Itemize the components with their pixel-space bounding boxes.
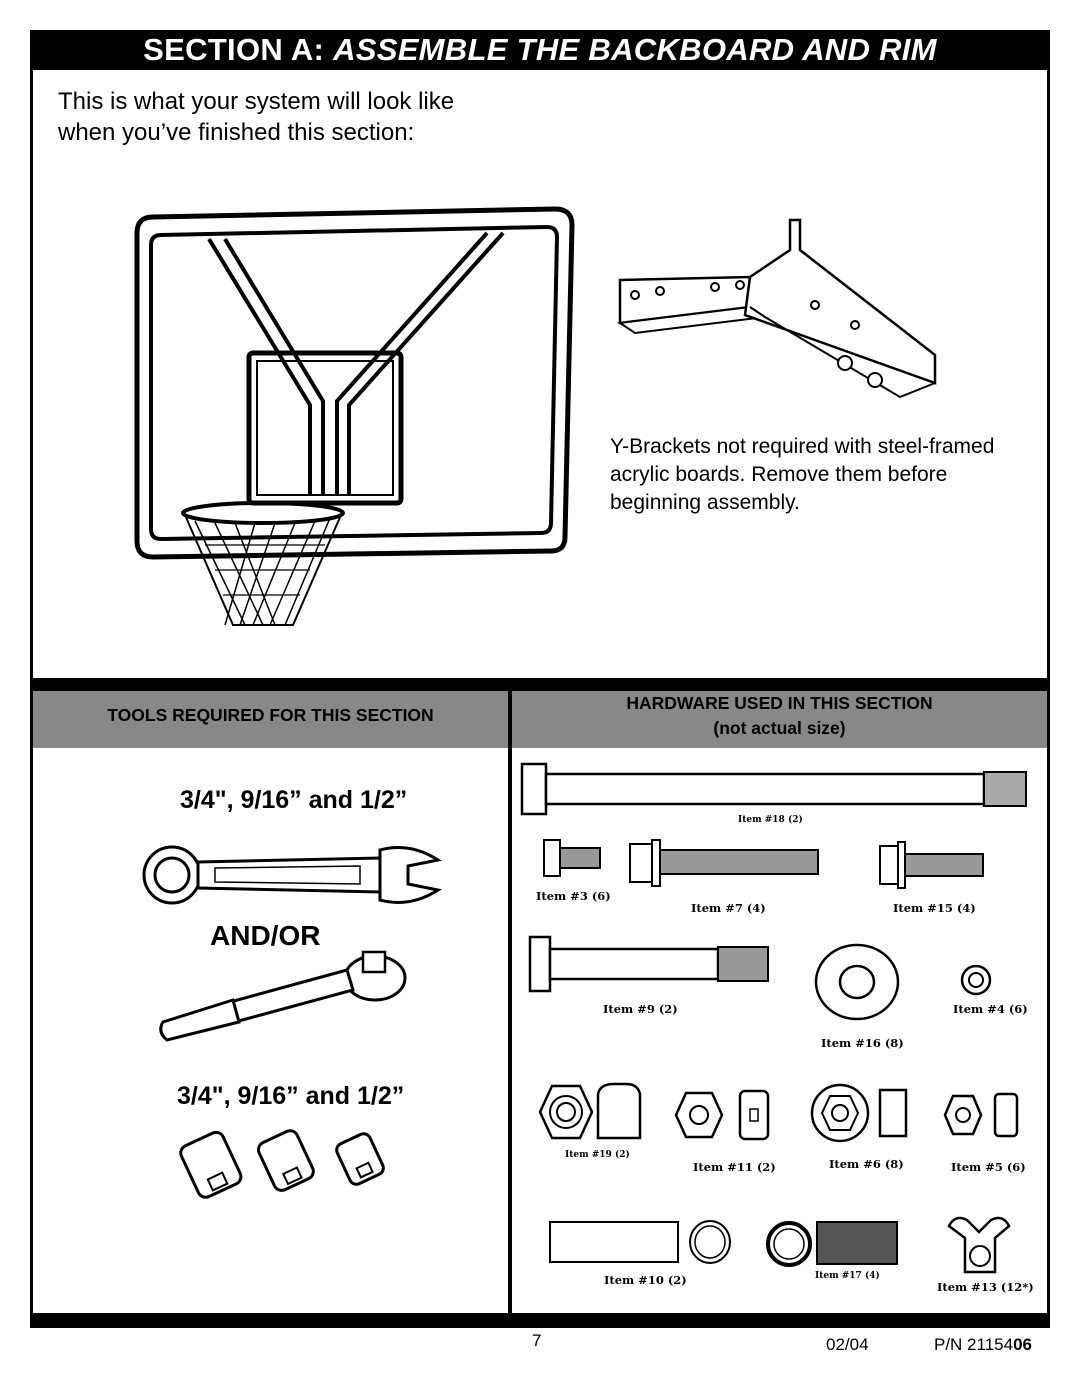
bolt-item-3-icon <box>543 839 601 877</box>
backboard-illustration <box>134 206 575 626</box>
nut-item-19-icon <box>538 1082 642 1140</box>
ratchet-icon <box>159 950 407 1042</box>
column-separator <box>508 691 512 1317</box>
item-19-label: Item #19 (2) <box>565 1150 630 1160</box>
washer-item-16-icon <box>814 943 900 1021</box>
bolt-item-18-icon <box>520 762 1027 816</box>
revision-date: 02/04 <box>826 1335 869 1354</box>
sleeve-item-17-icon <box>766 1221 898 1267</box>
bolt-item-9-icon <box>528 935 769 993</box>
y-bracket-note: Y-Brackets not required with steel-frame… <box>610 435 995 514</box>
item-3-label: Item #3 (6) <box>536 889 611 903</box>
flange-bolt-item-15-icon <box>879 841 984 889</box>
y-bracket-illustration <box>617 218 937 399</box>
section-divider <box>30 678 1050 691</box>
flange-bolt-item-7-icon <box>629 839 819 887</box>
hardware-header-subtitle: (not actual size) <box>713 718 846 738</box>
sockets-icon <box>179 1129 385 1199</box>
item-17-label: Item #17 (4) <box>815 1271 880 1281</box>
flange-nut-item-6-icon <box>810 1083 908 1143</box>
item-6-label: Item #6 (8) <box>829 1157 904 1171</box>
item-15-label: Item #15 (4) <box>893 901 976 915</box>
section-title: SECTION A: ASSEMBLE THE BACKBOARD AND RI… <box>30 30 1050 70</box>
item-10-label: Item #10 (2) <box>604 1273 687 1287</box>
intro-text: This is what your system will look like … <box>58 86 528 148</box>
item-9-label: Item #9 (2) <box>603 1002 678 1016</box>
item-5-label: Item #5 (6) <box>951 1160 1026 1174</box>
item-7-label: Item #7 (4) <box>691 901 766 915</box>
nut-item-5-icon <box>943 1092 1019 1138</box>
item-18-label: Item #18 (2) <box>738 815 803 825</box>
item-16-label: Item #16 (8) <box>821 1036 904 1050</box>
item-4-label: Item #4 (6) <box>953 1002 1028 1016</box>
wrench-sizes: 3/4", 9/16” and 1/2” <box>180 786 408 814</box>
intro-line-1: This is what your system will look like <box>58 88 455 115</box>
hardware-header-title: HARDWARE USED IN THIS SECTION <box>626 693 933 713</box>
item-13-label: Item #13 (12*) <box>937 1280 1034 1294</box>
spacer-item-10-icon <box>549 1220 731 1264</box>
lock-washer-item-4-icon <box>960 964 992 996</box>
intro-line-2: when you’ve finished this section: <box>58 119 415 146</box>
and-or-label: AND/OR <box>210 920 321 951</box>
tools-header: TOOLS REQUIRED FOR THIS SECTION <box>33 691 508 748</box>
page-number: 7 <box>532 1331 542 1350</box>
socket-sizes: 3/4", 9/16” and 1/2” <box>177 1082 405 1110</box>
bottom-bar <box>30 1313 1050 1328</box>
clip-item-13-icon <box>947 1216 1011 1274</box>
part-number: P/N 2115406 <box>934 1335 1032 1354</box>
nut-item-11-icon <box>674 1089 770 1141</box>
item-11-label: Item #11 (2) <box>693 1160 776 1174</box>
hardware-header: HARDWARE USED IN THIS SECTION (not actua… <box>512 691 1047 748</box>
combination-wrench-icon <box>142 845 442 905</box>
